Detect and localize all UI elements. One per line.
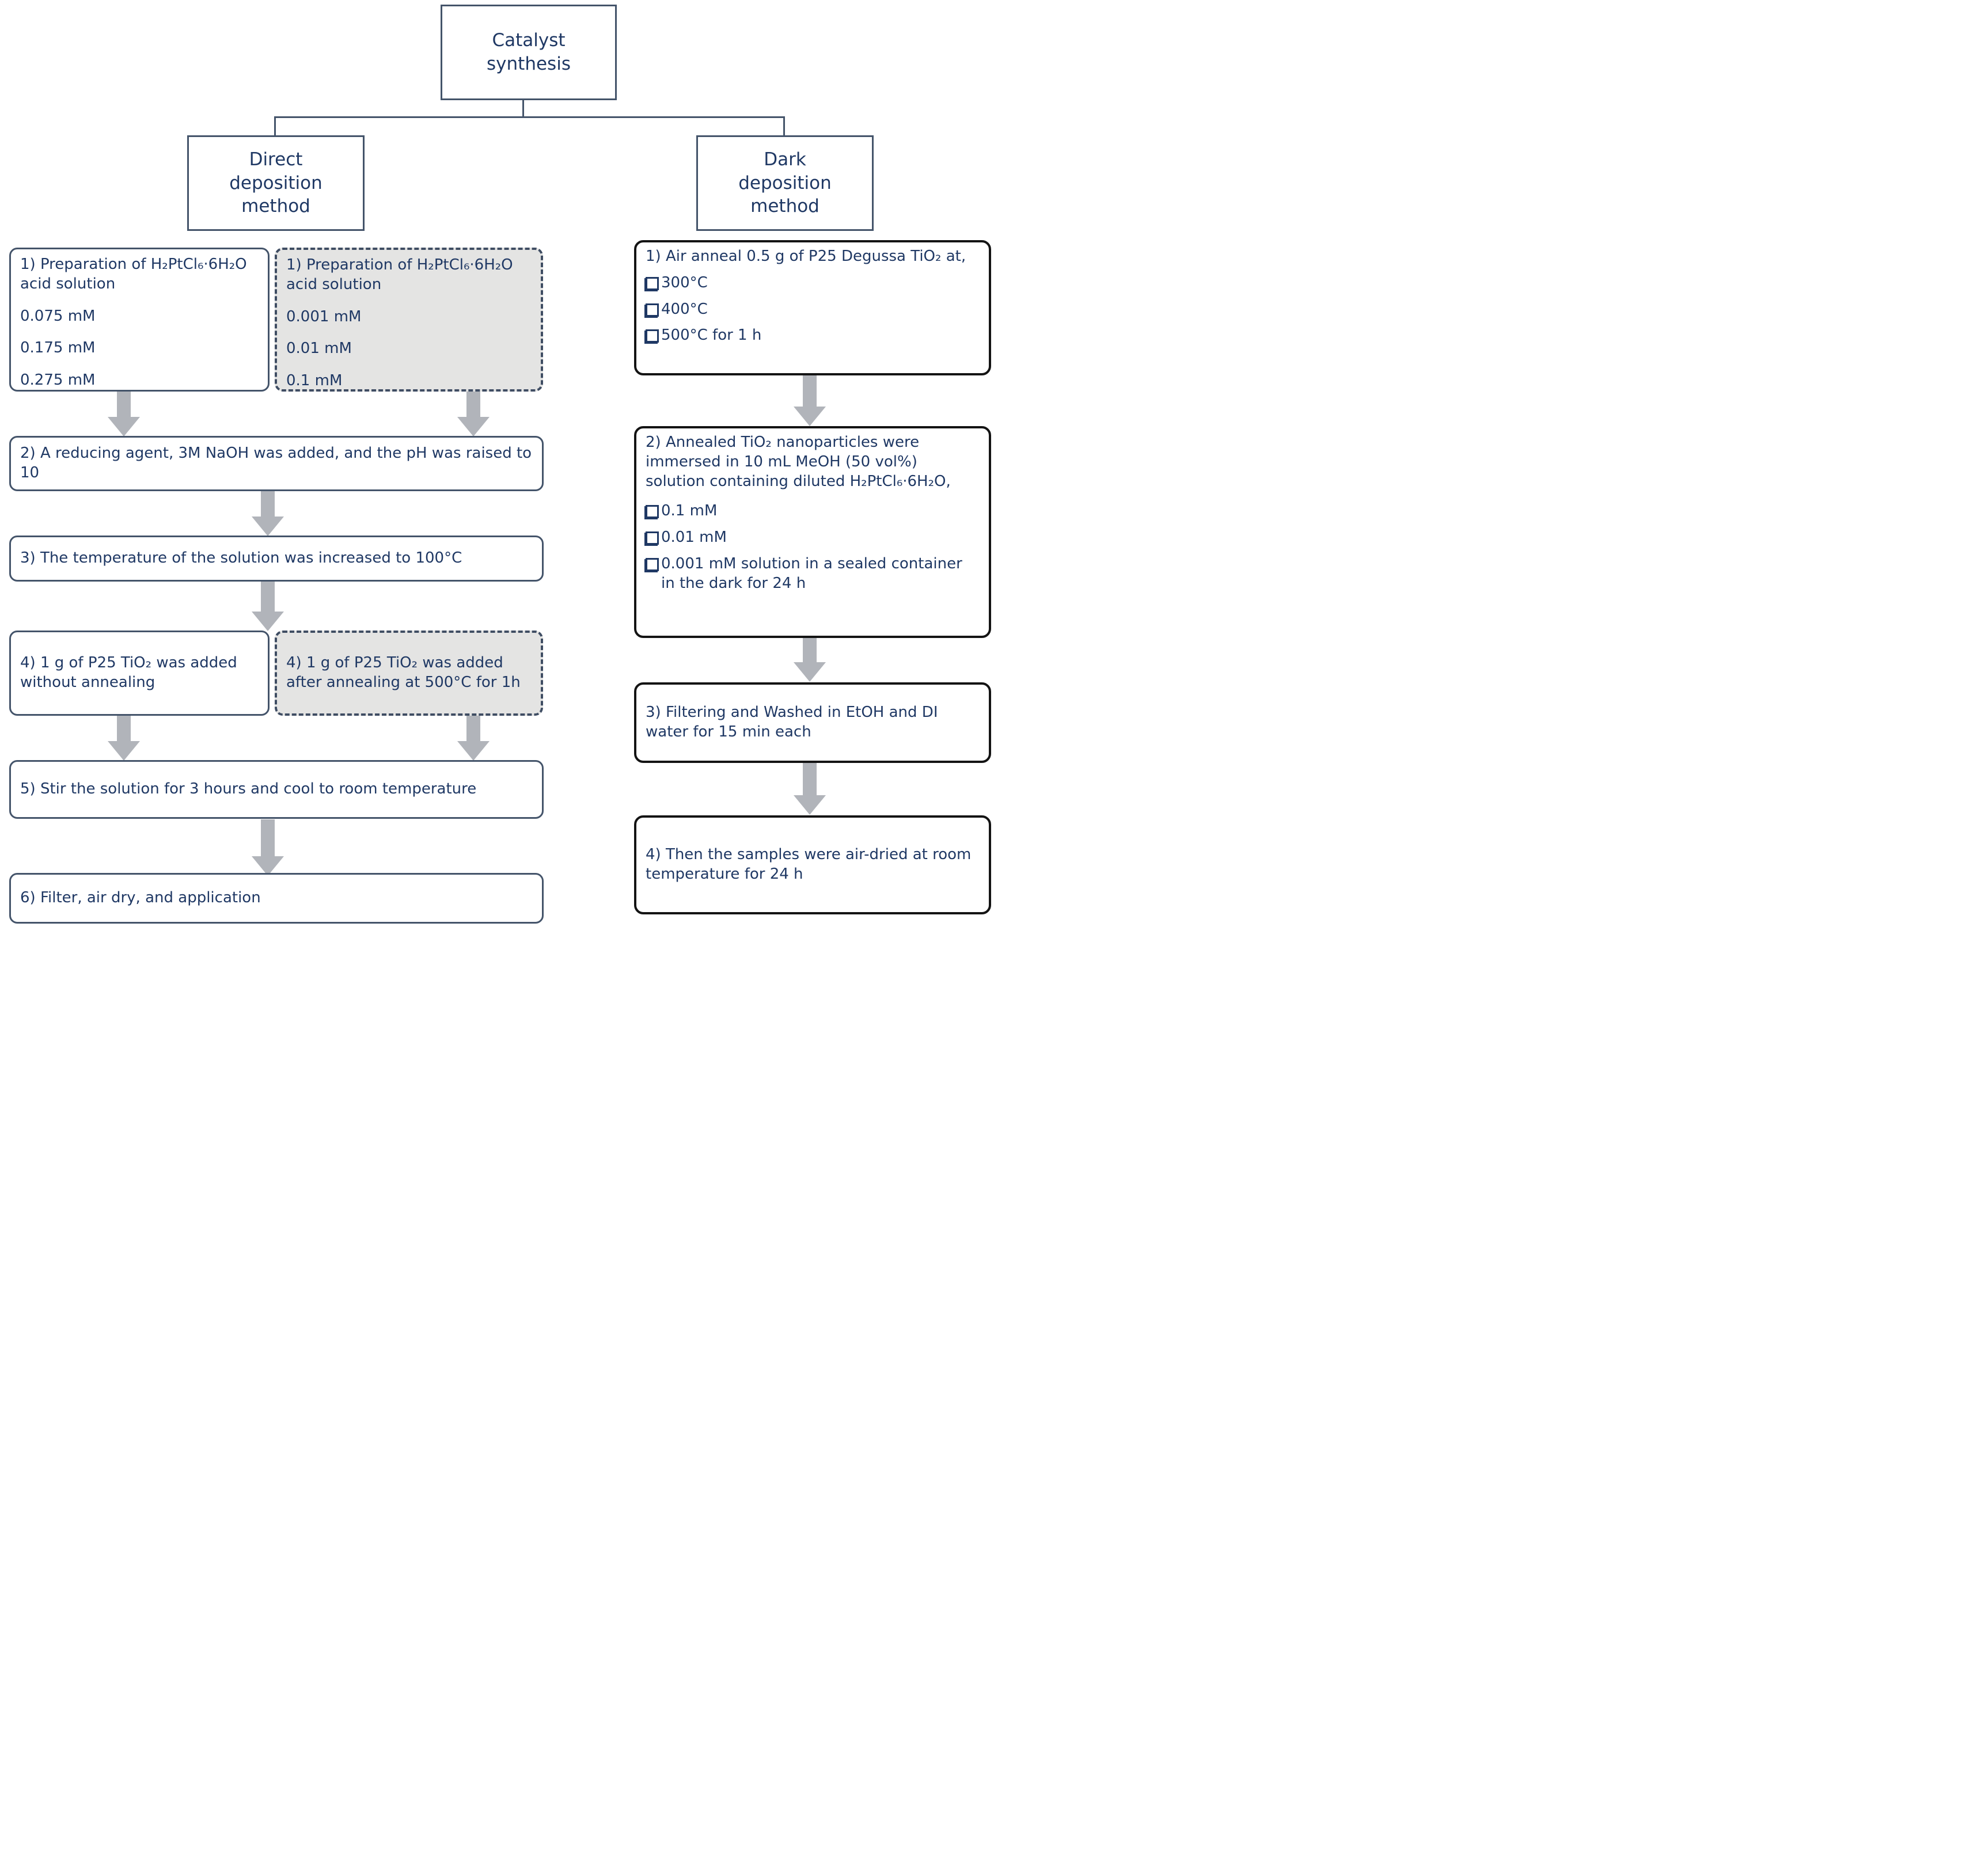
arrow-shaft [803,763,817,795]
direct-step1-dashed-box: 1) Preparation of H₂PtCl₆·6H₂O acid solu… [275,248,543,392]
option-label: 400°C [661,300,708,318]
option-label: 0.001 mM solution in a sealed container … [661,555,962,592]
direct-step6-box: 6) Filter, air dry, and application [9,873,544,924]
root-box-catalyst-synthesis: Catalyst synthesis [441,5,617,100]
connector-line-vertical-root [522,97,524,117]
checkbox-icon [646,557,659,571]
option-row: 0.001 mM solution in a sealed container … [646,555,980,594]
flowchart-catalyst-synthesis: Catalyst synthesis Direct deposition met… [0,0,994,928]
checkbox-icon [646,276,659,290]
concentration-option: 0.175 mM [20,339,96,357]
down-arrow [108,716,140,761]
arrow-head [252,612,284,631]
arrow-shaft [803,633,817,662]
arrow-head [252,517,284,536]
down-arrow [457,387,490,436]
arrow-head [457,741,490,761]
arrow-shaft [466,716,480,741]
direct-step1-solid-heading: 1) Preparation of H₂PtCl₆·6H₂O acid solu… [20,256,247,293]
arrow-shaft [261,582,275,612]
dark-step4-box: 4) Then the samples were air-dried at ro… [634,815,991,914]
arrow-head [108,741,140,761]
arrow-shaft [117,716,131,741]
concentration-option: 0.1 mM [286,372,343,390]
direct-method-box: Direct deposition method [187,135,365,231]
option-row: 400°C [646,300,980,320]
arrow-head [794,662,826,682]
direct-step2-text: 2) A reducing agent, 3M NaOH was added, … [20,445,532,481]
option-label: 0.01 mM [661,529,727,546]
down-arrow [794,373,826,426]
dark-step1-box: 1) Air anneal 0.5 g of P25 Degussa TiO₂ … [634,240,991,375]
down-arrow [108,387,140,436]
dark-method-box: Dark deposition method [696,135,874,231]
concentration-option: 0.275 mM [20,371,96,389]
dark-step3-box: 3) Filtering and Washed in EtOH and DI w… [634,682,991,763]
dark-step1-heading: 1) Air anneal 0.5 g of P25 Degussa TiO₂ … [646,248,966,265]
option-label: 0.1 mM [661,502,718,520]
option-label: 500°C for 1 h [661,326,762,344]
connector-line-vertical-left [274,116,276,136]
concentration-option: 0.001 mM [286,307,362,325]
checkbox-icon [646,531,659,545]
direct-step3-text: 3) The temperature of the solution was i… [20,549,462,567]
direct-method-label: Direct deposition method [229,149,323,217]
option-row: 0.01 mM [646,528,980,548]
direct-step6-text: 6) Filter, air dry, and application [20,889,261,907]
dark-step2-box: 2) Annealed TiO₂ nanoparticles were imme… [634,426,991,638]
arrow-head [252,856,284,876]
arrow-head [108,417,140,436]
dark-step2-heading: 2) Annealed TiO₂ nanoparticles were imme… [646,434,951,490]
concentration-option: 0.01 mM [286,340,352,358]
direct-step4-dashed-box: 4) 1 g of P25 TiO₂ was added after annea… [275,631,543,716]
arrow-head [794,407,826,426]
direct-step4-dashed-text: 4) 1 g of P25 TiO₂ was added after annea… [286,654,521,691]
direct-step5-text: 5) Stir the solution for 3 hours and coo… [20,780,477,798]
direct-step4-solid-box: 4) 1 g of P25 TiO₂ was added without ann… [9,631,270,716]
option-row: 0.1 mM [646,502,980,521]
direct-step5-box: 5) Stir the solution for 3 hours and coo… [9,760,544,819]
arrow-head [457,417,490,436]
direct-step2-box: 2) A reducing agent, 3M NaOH was added, … [9,436,544,491]
checkbox-icon [646,303,659,317]
option-label: 300°C [661,274,708,291]
direct-step4-solid-text: 4) 1 g of P25 TiO₂ was added without ann… [20,654,237,691]
root-box-label: Catalyst synthesis [487,30,571,74]
dark-step3-text: 3) Filtering and Washed in EtOH and DI w… [646,704,938,740]
down-arrow [794,633,826,682]
option-row: 300°C [646,274,980,293]
down-arrow [252,819,284,876]
arrow-head [794,795,826,815]
arrow-shaft [261,490,275,517]
dark-method-label: Dark deposition method [738,149,832,217]
down-arrow [252,582,284,631]
option-row: 500°C for 1 h [646,326,980,345]
down-arrow [457,716,490,761]
direct-step1-dashed-heading: 1) Preparation of H₂PtCl₆·6H₂O acid solu… [286,256,513,293]
checkbox-icon [646,505,659,519]
direct-step1-solid-box: 1) Preparation of H₂PtCl₆·6H₂O acid solu… [9,248,270,392]
connector-line-vertical-right [783,116,785,136]
direct-step3-box: 3) The temperature of the solution was i… [9,536,544,582]
concentration-option: 0.075 mM [20,307,96,325]
connector-line-horizontal [274,116,785,118]
checkbox-icon [646,329,659,343]
arrow-shaft [117,387,131,417]
down-arrow [252,490,284,536]
arrow-shaft [803,373,817,407]
dark-step4-text: 4) Then the samples were air-dried at ro… [646,846,972,883]
arrow-shaft [466,387,480,417]
down-arrow [794,763,826,815]
arrow-shaft [261,819,275,856]
